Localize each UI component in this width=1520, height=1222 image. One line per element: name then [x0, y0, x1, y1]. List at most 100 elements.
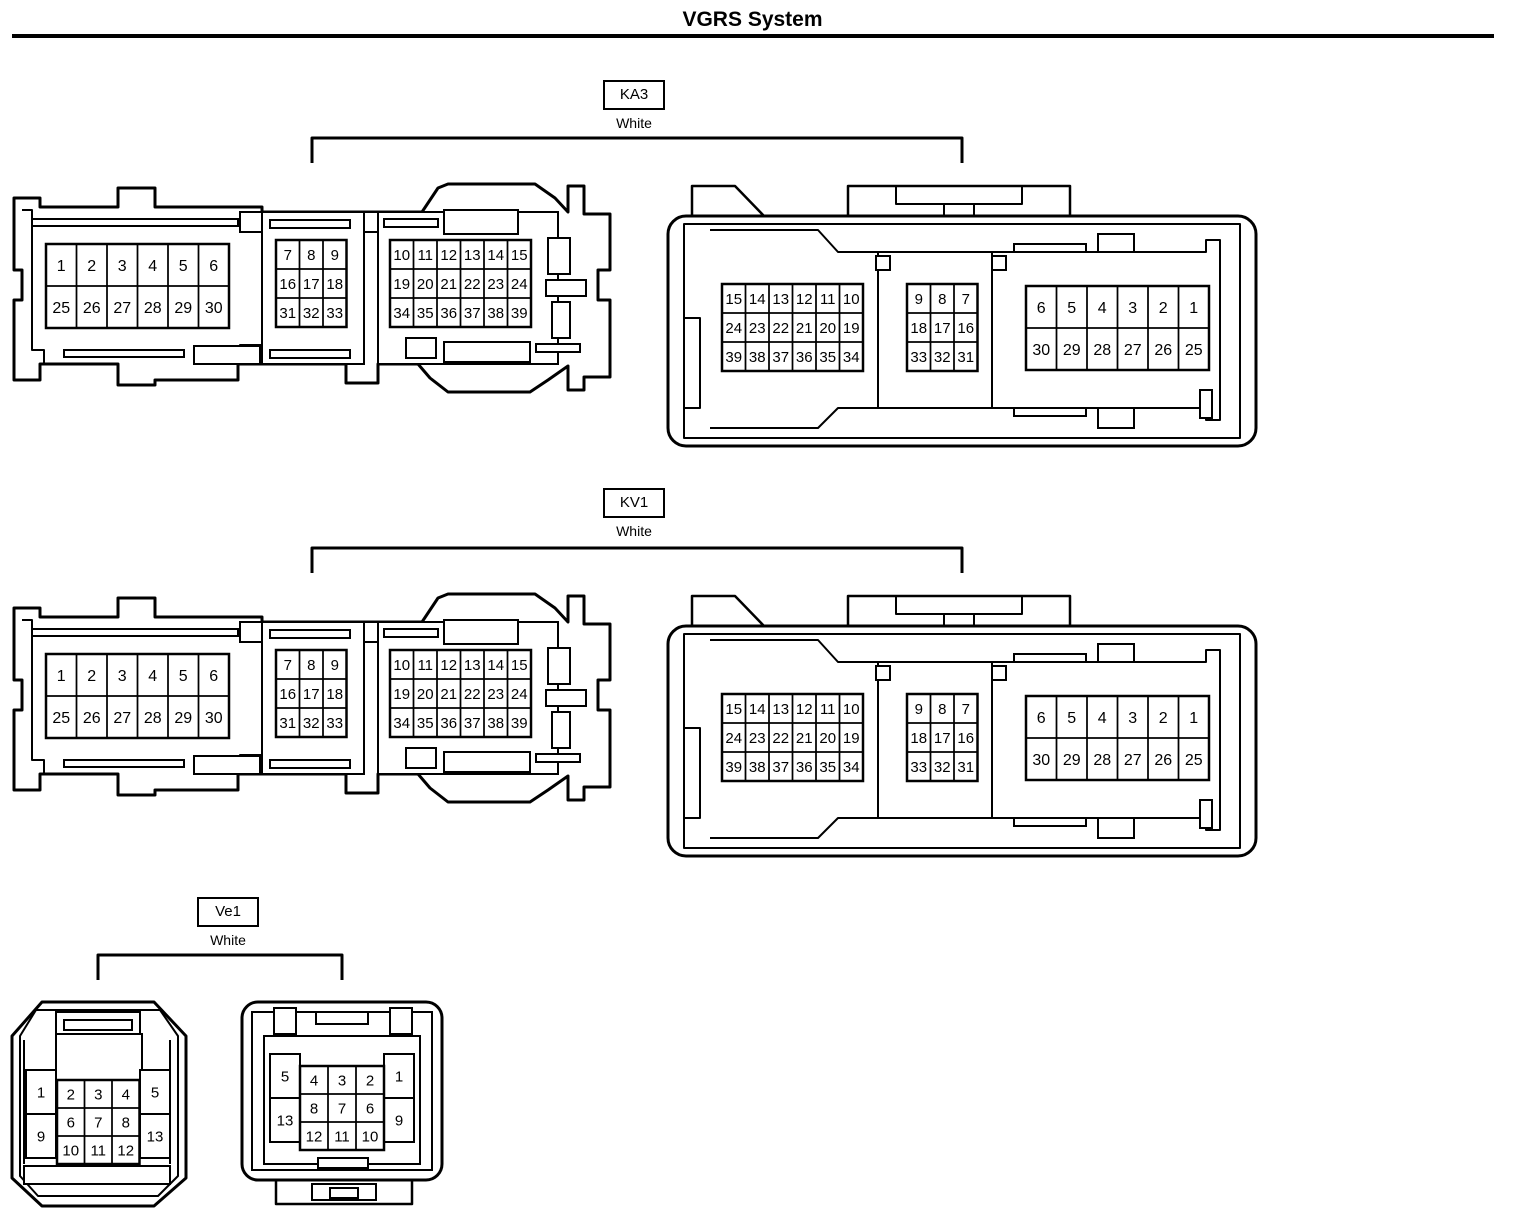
pin-cell	[838, 751, 864, 782]
pin-number: 30	[205, 710, 223, 727]
pin-number: 12	[440, 657, 457, 674]
pin-number: 18	[910, 320, 927, 337]
pin-cell	[197, 695, 230, 739]
key-tab	[55, 1033, 143, 1081]
pin-number: 20	[417, 276, 434, 293]
pin-number: 5	[179, 668, 188, 685]
lock-tab	[547, 647, 571, 685]
key-tab	[443, 209, 519, 235]
key-tab	[239, 211, 263, 233]
pin-number: 26	[83, 710, 101, 727]
key-tab	[1097, 817, 1135, 839]
pin-number: 2	[87, 258, 96, 275]
pin-number: 10	[62, 1142, 79, 1159]
pin-number: 20	[417, 686, 434, 703]
pin-number: 15	[511, 657, 528, 674]
pin-number: 37	[772, 759, 789, 776]
pin-number: 25	[52, 710, 70, 727]
pin-number: 29	[1063, 342, 1081, 359]
pin-number: 10	[393, 247, 410, 264]
pin-number: 35	[417, 305, 434, 322]
pin-cell	[269, 1097, 301, 1143]
pin-number: 12	[117, 1142, 134, 1159]
pin-number: 11	[417, 247, 433, 264]
key-tab	[405, 337, 437, 359]
pin-number: 31	[279, 305, 296, 322]
pin-cell	[25, 1069, 57, 1115]
latch-slot	[1013, 817, 1087, 827]
pin-number: 13	[464, 657, 481, 674]
key-tab	[1097, 233, 1135, 253]
pin-cell	[355, 1121, 385, 1151]
key-tab	[443, 751, 531, 773]
pin-number: 11	[820, 291, 836, 308]
key-tab	[895, 596, 1023, 626]
key-tab	[193, 345, 261, 365]
pin-cell	[139, 1069, 171, 1115]
pin-number: 28	[144, 710, 162, 727]
key-tab	[991, 665, 1007, 681]
pin-number: 6	[1037, 300, 1046, 317]
key-tab	[991, 255, 1007, 271]
pin-number: 31	[957, 759, 974, 776]
pin-number: 5	[179, 258, 188, 275]
pin-number: 23	[487, 686, 504, 703]
pin-number: 32	[303, 715, 320, 732]
inner-rib	[710, 229, 1012, 253]
pin-cell	[506, 707, 532, 738]
pin-number: 3	[94, 1086, 102, 1103]
latch-slot	[31, 628, 239, 637]
pin-number: 27	[1124, 342, 1142, 359]
pin-number: 1	[37, 1084, 45, 1101]
pin-number: 21	[440, 276, 457, 293]
pin-number: 13	[277, 1112, 294, 1129]
inner-rib	[684, 317, 701, 409]
lock-tab	[545, 689, 587, 707]
pin-number: 6	[1037, 710, 1046, 727]
pin-number: 36	[440, 305, 457, 322]
pin-number: 7	[284, 247, 292, 264]
pin-number: 29	[174, 300, 192, 317]
pin-number: 23	[749, 320, 766, 337]
pin-number: 32	[303, 305, 320, 322]
pin-block	[905, 692, 979, 783]
lock-tab	[551, 711, 571, 749]
latch-slot	[383, 218, 439, 228]
pin-number: 7	[94, 1114, 102, 1131]
pin-number: 19	[843, 320, 860, 337]
pin-number: 9	[915, 291, 923, 308]
lock-tab	[551, 301, 571, 339]
pin-number: 8	[938, 291, 946, 308]
pin-number: 13	[464, 247, 481, 264]
pin-number: 18	[910, 730, 927, 747]
pin-number: 3	[118, 258, 127, 275]
latch-slot	[269, 759, 351, 769]
pin-number: 24	[511, 686, 528, 703]
pin-number: 22	[772, 320, 789, 337]
pin-number: 27	[113, 710, 131, 727]
pin-number: 14	[487, 657, 504, 674]
pin-number: 6	[209, 258, 218, 275]
pin-number: 6	[67, 1114, 75, 1131]
latch-slot	[315, 1011, 369, 1025]
pin-number: 1	[395, 1068, 403, 1085]
key-tab	[690, 184, 765, 217]
pin-number: 36	[796, 759, 813, 776]
key-tab	[846, 594, 1072, 626]
pin-number: 37	[464, 305, 481, 322]
inner-rib	[877, 662, 993, 818]
pin-cell	[506, 297, 532, 328]
latch-slot	[383, 628, 439, 638]
pin-number: 17	[934, 730, 951, 747]
key-tab	[274, 1180, 414, 1206]
pin-number: 36	[796, 349, 813, 366]
pin-number: 7	[338, 1100, 346, 1117]
pin-number: 11	[334, 1128, 350, 1145]
key-tab	[193, 755, 261, 775]
pin-number: 28	[144, 300, 162, 317]
lock-tab	[535, 343, 581, 353]
key-tab	[23, 1165, 171, 1185]
pin-number: 23	[749, 730, 766, 747]
pin-number: 29	[1063, 752, 1081, 769]
